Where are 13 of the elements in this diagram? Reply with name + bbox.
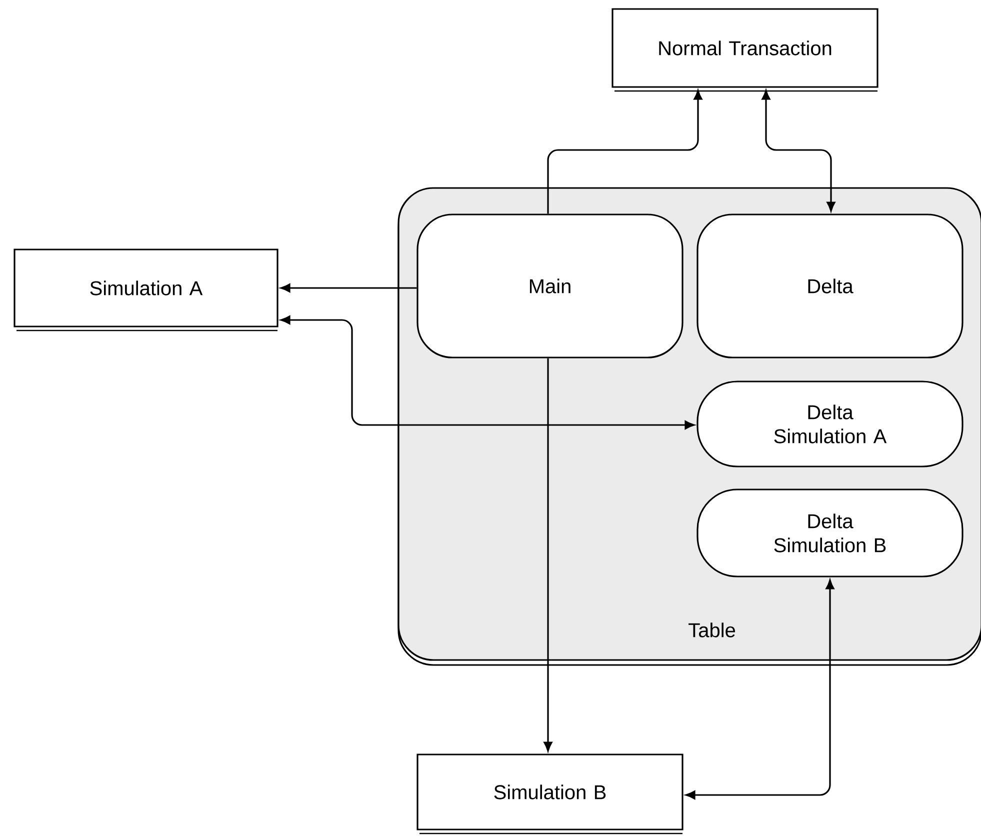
process-box: Simulation A [14, 248, 278, 332]
arrow [686, 580, 834, 800]
rounded-box: Delta [696, 214, 964, 358]
arrow [547, 90, 702, 214]
process-box: Simulation B [416, 754, 684, 834]
arrow [544, 358, 552, 752]
arrow [762, 90, 836, 212]
arrow [280, 316, 694, 430]
rounded-box: Delta Simulation B [696, 488, 964, 578]
rounded-box: Delta Simulation A [696, 380, 964, 468]
process-box: Normal Transaction [612, 8, 878, 92]
rounded-box: Main [416, 214, 684, 358]
arrow [280, 284, 417, 292]
